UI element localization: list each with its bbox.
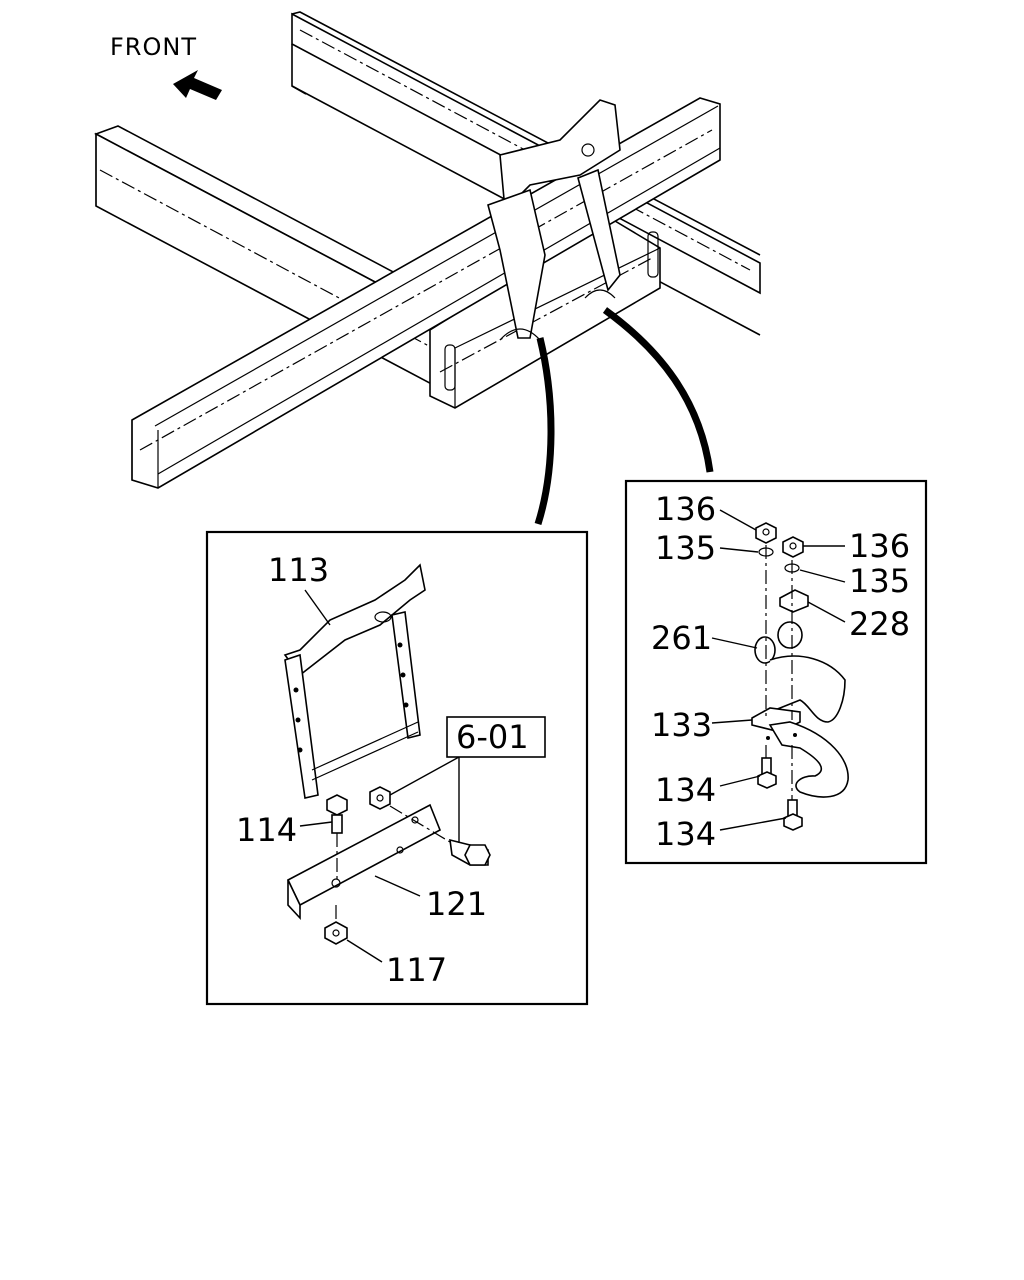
detail-panel-left: 6-01 113 114 121 117	[205, 530, 589, 1006]
nut-136-left	[755, 522, 777, 544]
nut-136-right	[782, 536, 804, 558]
chassis-frame	[94, 11, 761, 489]
front-label: FRONT	[110, 33, 197, 61]
callout-135-right: 135	[849, 562, 910, 600]
front-arrow-icon	[173, 70, 222, 100]
ref-box-label: 6-01	[456, 718, 529, 756]
callout-113: 113	[268, 551, 329, 589]
callout-136-right: 136	[849, 527, 910, 565]
leader-curve-left	[534, 337, 555, 526]
callout-114: 114	[236, 811, 297, 849]
callout-134-lower: 134	[655, 815, 716, 853]
leader-curve-right	[602, 307, 714, 473]
bolt-134-upper	[757, 757, 777, 789]
callout-133: 133	[651, 706, 712, 744]
detail-panel-right: 136 135 136 135 228 261 133 134 134	[624, 479, 928, 865]
plate-228	[779, 589, 809, 613]
bracket-121	[286, 803, 442, 921]
bracket-113	[283, 563, 426, 799]
nut-6-01	[369, 786, 456, 846]
callout-117: 117	[386, 951, 447, 989]
bolt-6-01	[449, 838, 491, 866]
callout-261: 261	[651, 619, 712, 657]
callout-135-left: 135	[655, 529, 716, 567]
callout-134-upper: 134	[655, 771, 716, 809]
tow-hook-133	[751, 621, 849, 798]
ref-box	[446, 716, 546, 758]
bolt-114	[326, 794, 348, 880]
nut-117	[324, 905, 348, 945]
callout-121: 121	[426, 885, 487, 923]
bolt-134-lower	[783, 799, 803, 831]
callout-228: 228	[849, 605, 910, 643]
callout-136-left: 136	[655, 490, 716, 528]
